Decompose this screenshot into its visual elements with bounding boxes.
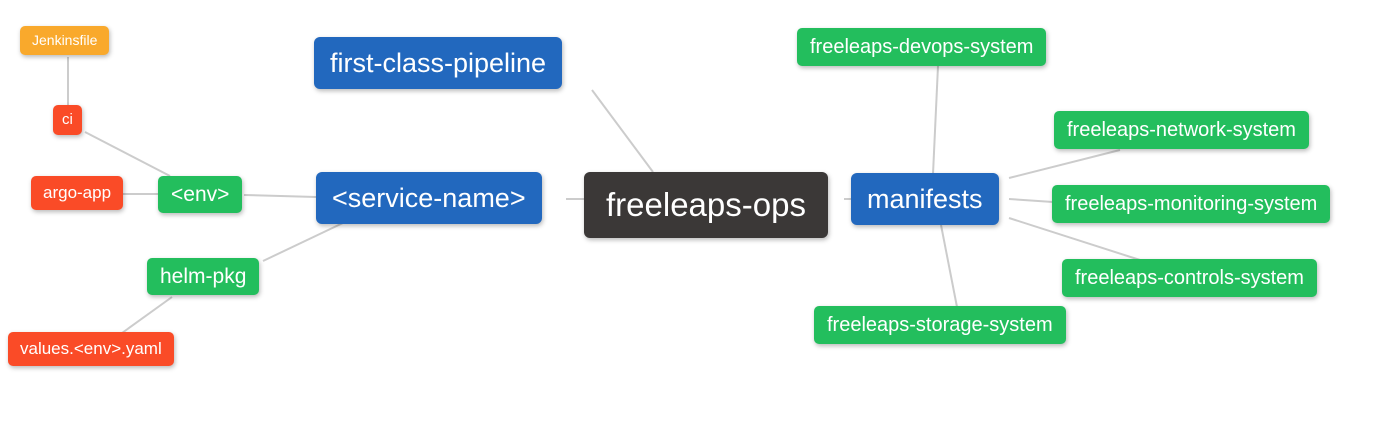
edge-values-helmpkg bbox=[121, 296, 173, 334]
node-freeleaps-controls-system[interactable]: freeleaps-controls-system bbox=[1062, 259, 1317, 297]
node-label: Jenkinsfile bbox=[32, 32, 98, 48]
node-manifests[interactable]: manifests bbox=[851, 173, 999, 226]
edge-manifests-storage bbox=[940, 224, 958, 308]
node-env[interactable]: <env> bbox=[158, 176, 243, 214]
node-freeleaps-network-system[interactable]: freeleaps-network-system bbox=[1054, 111, 1309, 149]
node-label: ci bbox=[62, 111, 73, 128]
node-label: freeleaps-network-system bbox=[1067, 119, 1296, 141]
node-label: argo-app bbox=[43, 183, 112, 202]
node-label: freeleaps-monitoring-system bbox=[1065, 193, 1318, 215]
node-label: freeleaps-storage-system bbox=[827, 314, 1053, 336]
edge-helmpkg-servicename bbox=[262, 221, 346, 262]
node-freeleaps-ops[interactable]: freeleaps-ops bbox=[584, 172, 828, 238]
node-label: helm-pkg bbox=[160, 265, 247, 288]
edge-env-servicename bbox=[243, 194, 317, 198]
node-label: freeleaps-controls-system bbox=[1075, 267, 1304, 289]
node-argo-app[interactable]: argo-app bbox=[31, 176, 124, 211]
edge-manifests-network bbox=[1008, 149, 1121, 179]
node-jenkinsfile[interactable]: Jenkinsfile bbox=[20, 26, 110, 55]
edge-manifests-devops bbox=[932, 65, 939, 175]
node-label: first-class-pipeline bbox=[330, 48, 547, 78]
edge-manifests-monitoring bbox=[1008, 198, 1054, 203]
node-freeleaps-monitoring-system[interactable]: freeleaps-monitoring-system bbox=[1052, 185, 1331, 223]
node-freeleaps-devops-system[interactable]: freeleaps-devops-system bbox=[797, 28, 1047, 66]
node-service-name[interactable]: <service-name> bbox=[316, 172, 542, 225]
node-label: freeleaps-ops bbox=[606, 186, 806, 223]
node-label: <service-name> bbox=[332, 183, 526, 213]
edge-manifests-controls bbox=[1008, 217, 1141, 261]
edge-ci-env bbox=[84, 131, 171, 177]
edge-pipeline-root bbox=[591, 89, 654, 173]
node-first-class-pipeline[interactable]: first-class-pipeline bbox=[314, 37, 563, 90]
node-label: freeleaps-devops-system bbox=[810, 36, 1034, 58]
node-label: values.<env>.yaml bbox=[20, 339, 162, 358]
node-freeleaps-storage-system[interactable]: freeleaps-storage-system bbox=[814, 306, 1066, 344]
node-values-env-yaml[interactable]: values.<env>.yaml bbox=[8, 332, 174, 367]
node-label: manifests bbox=[867, 184, 983, 214]
node-label: <env> bbox=[171, 183, 230, 206]
node-helm-pkg[interactable]: helm-pkg bbox=[147, 258, 260, 296]
node-ci[interactable]: ci bbox=[53, 105, 82, 135]
